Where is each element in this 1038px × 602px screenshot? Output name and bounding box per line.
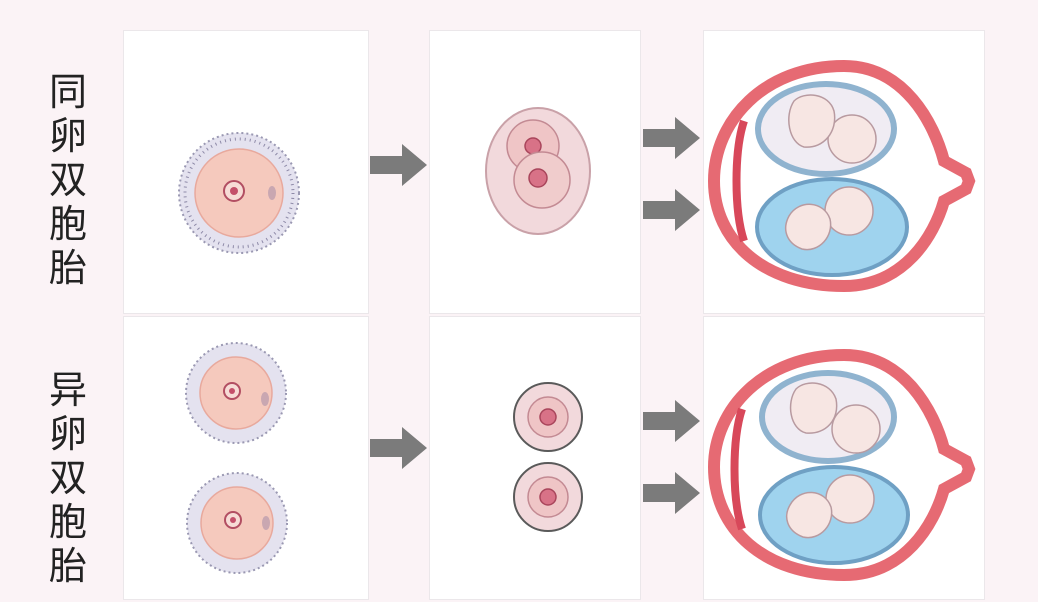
row-label-fraternal-twins: 异 卵 双 胞 胎 <box>38 368 98 588</box>
fetus-lower <box>786 474 875 539</box>
zygote-lower <box>513 462 583 532</box>
sperm-head <box>268 186 276 200</box>
arrow-right-icon <box>370 144 427 186</box>
panel-fraternal-twins-uterus <box>703 316 985 600</box>
label-char: 卵 <box>48 412 87 456</box>
row-label-identical-twins: 同 卵 双 胞 胎 <box>38 70 98 290</box>
label-char: 双 <box>48 158 87 202</box>
single-fertilized-egg-illustration <box>178 132 300 254</box>
label-char: 异 <box>48 368 87 412</box>
fetus-lower <box>785 186 874 251</box>
blastomere-lower-nucleus <box>528 168 548 188</box>
label-char: 胎 <box>48 544 87 588</box>
label-char: 胞 <box>48 202 87 246</box>
panel-identical-twins-uterus <box>703 30 985 314</box>
zygote-upper <box>513 382 583 452</box>
arrow-right-icon <box>643 189 700 231</box>
label-char: 双 <box>48 456 87 500</box>
egg-nucleolus <box>230 187 238 195</box>
placenta <box>732 119 748 243</box>
fraternal-twins-uterus-illustration <box>707 348 976 582</box>
label-char: 胎 <box>48 246 87 290</box>
fetus-upper <box>789 382 881 454</box>
arrow-right-icon <box>643 117 700 159</box>
panel-two-cell-embryo <box>429 30 641 314</box>
two-cell-embryo-illustration <box>485 107 591 235</box>
label-char: 同 <box>48 70 87 114</box>
placenta <box>730 407 746 531</box>
two-fertilized-eggs-illustration <box>185 342 288 574</box>
egg-lower <box>186 472 288 574</box>
panel-single-egg <box>123 30 369 314</box>
two-zygotes-illustration <box>513 382 583 532</box>
fetus-upper <box>788 94 877 164</box>
arrow-right-icon <box>643 472 700 514</box>
egg-upper <box>185 342 287 444</box>
label-char: 胞 <box>48 500 87 544</box>
panel-two-eggs <box>123 316 369 600</box>
identical-twins-uterus-illustration <box>707 59 976 293</box>
arrow-right-icon <box>370 427 427 469</box>
panel-two-zygotes <box>429 316 641 600</box>
label-char: 卵 <box>48 114 87 158</box>
arrow-right-icon <box>643 400 700 442</box>
